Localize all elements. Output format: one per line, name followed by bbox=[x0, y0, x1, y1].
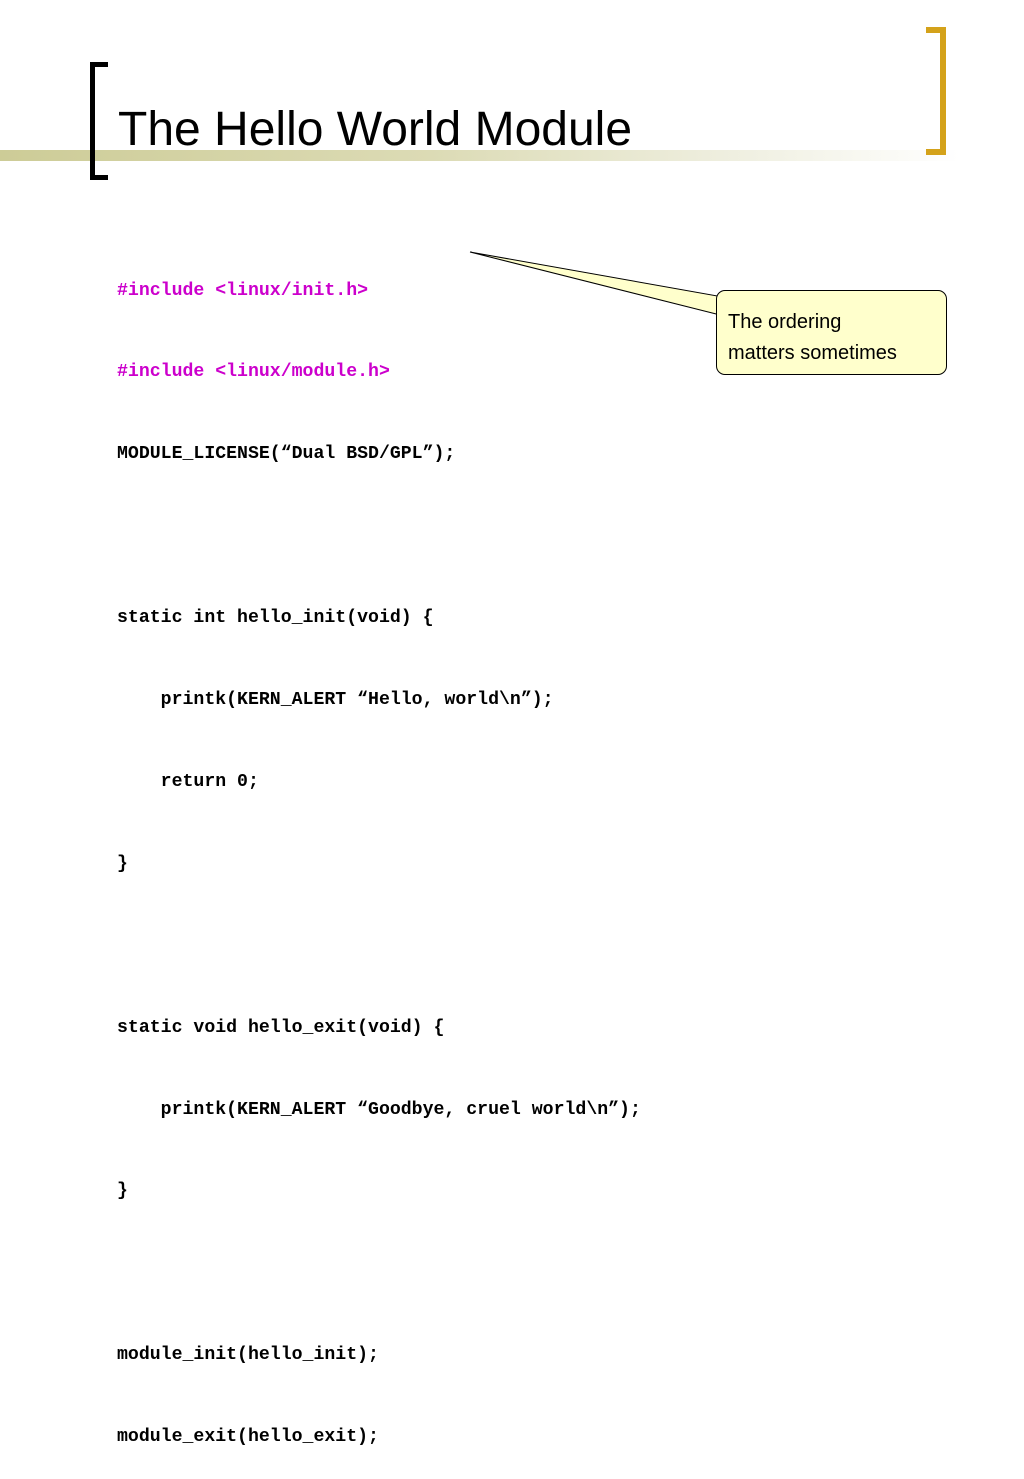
code-line bbox=[117, 1260, 641, 1287]
callout-line-1: The ordering bbox=[728, 311, 842, 333]
code-line: return 0; bbox=[117, 771, 259, 792]
code-line: MODULE_LICENSE(“Dual BSD/GPL”); bbox=[117, 444, 456, 465]
code-line: } bbox=[117, 1181, 128, 1202]
right-bracket-decoration bbox=[926, 27, 946, 155]
code-line bbox=[117, 523, 641, 550]
title-underline-bar bbox=[0, 150, 960, 161]
callout-line-2: matters sometimes bbox=[728, 342, 897, 364]
code-line: #include <linux/module.h> bbox=[117, 362, 390, 383]
code-line: module_init(hello_init); bbox=[117, 1345, 379, 1366]
code-line: printk(KERN_ALERT “Hello, world\n”); bbox=[117, 690, 554, 711]
code-line: #include <linux/init.h> bbox=[117, 280, 369, 301]
code-block: #include <linux/init.h> #include <linux/… bbox=[117, 223, 641, 1479]
code-line: module_exit(hello_exit); bbox=[117, 1427, 379, 1448]
callout-box: The ordering matters sometimes bbox=[716, 290, 947, 375]
code-line: static int hello_init(void) { bbox=[117, 608, 434, 629]
left-bracket-decoration bbox=[90, 62, 108, 180]
code-line: } bbox=[117, 853, 128, 874]
slide-title: The Hello World Module bbox=[118, 103, 633, 156]
code-line: static void hello_exit(void) { bbox=[117, 1017, 445, 1038]
code-line bbox=[117, 933, 641, 960]
code-line: printk(KERN_ALERT “Goodbye, cruel world\… bbox=[117, 1099, 641, 1120]
